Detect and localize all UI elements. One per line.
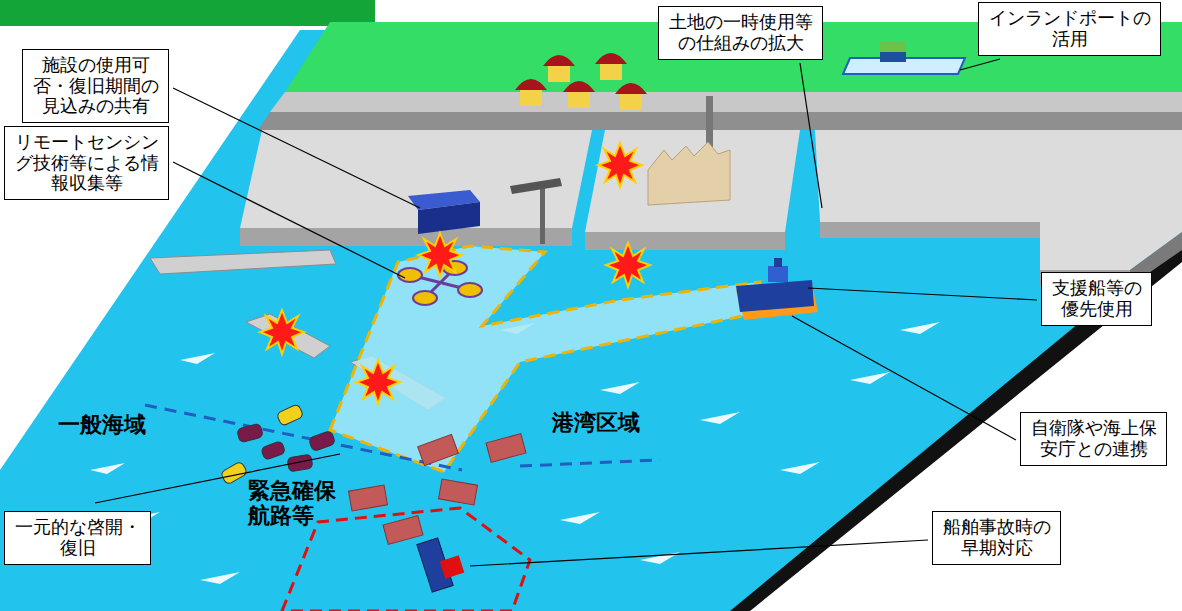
leader-line [960,59,1000,70]
roof [595,53,627,64]
wave [560,512,600,524]
wave [640,552,680,564]
area-label: 緊急確保航路等 [248,478,348,529]
area-label: 港湾区域 [552,410,662,435]
leader-line [173,162,405,278]
floating-cars [220,404,336,485]
breakwater [150,250,336,274]
leader-line [470,540,928,566]
seawall-top [270,92,1182,112]
header-bar [0,0,375,26]
emergency-route [282,508,530,611]
house [620,92,642,110]
debris [383,516,423,545]
container [880,52,906,62]
hull [736,280,814,312]
quay [585,130,800,232]
damage-mark [260,310,304,354]
callout-text: インランドポートの活用 [984,8,1155,49]
wave [90,463,125,474]
wave [900,322,940,334]
channel-outline [330,246,762,472]
callout-box: 施設の使用可否・復旧期間の見込みの共有 [22,49,169,123]
damage-marks [260,143,650,404]
crane-post [540,188,545,244]
callout-text: 支援船等の優先使用 [1047,278,1146,319]
debris [439,479,478,505]
wrecked-ship [417,538,464,592]
wave [850,372,890,384]
wreck-cabin [440,555,465,578]
callout-text: 一元的な啓開・復旧 [10,517,145,558]
container [880,42,906,52]
callout-box: 一元的な啓開・復旧 [4,511,151,564]
callout-box: 自衛隊や海上保安庁との連携 [1020,412,1167,465]
wave [780,462,820,474]
roof [615,83,647,94]
factory [648,142,730,205]
roof [543,55,575,66]
rotor [413,291,437,305]
roof [563,81,595,92]
house [568,90,590,108]
rotor [458,283,482,297]
quay-face [585,232,785,250]
damage-mark [606,243,650,287]
house [520,88,542,106]
platform-side [730,238,1182,611]
quay-face [820,222,1040,238]
wave [700,412,740,424]
car [308,430,335,451]
leader-line [173,88,420,208]
car [276,404,304,427]
debris [418,434,459,465]
debris [349,485,388,511]
callout-box: 支援船等の優先使用 [1041,272,1152,325]
leader-lines [95,59,1037,566]
quay [240,130,592,228]
roof [515,79,547,90]
sea-surface [0,30,1182,611]
callout-box: リモートセンシング技術等による情報収集等 [4,126,169,200]
callout-box: インランドポートの活用 [978,2,1161,55]
seawall-face [258,112,1182,130]
callout-text: 船舶事故時の早期対応 [938,517,1055,558]
crane-arm [510,178,562,194]
callout-box: 土地の一時使用等の仕組みの拡大 [658,6,823,59]
leader-line [792,316,1016,440]
house [600,62,622,80]
container-debris [349,434,526,545]
support-ship [736,258,818,320]
damage-mark [356,360,400,404]
cabin [768,266,788,282]
callout-text: 土地の一時使用等の仕組みの拡大 [664,12,817,53]
warehouse [418,202,480,234]
houses [515,53,647,110]
channel [330,246,762,472]
boundary-line [520,460,660,466]
callout-text: 施設の使用可否・復旧期間の見込みの共有 [28,55,163,117]
car [287,454,313,472]
leader-line [800,63,822,208]
callout-box: 船舶事故時の早期対応 [932,511,1061,564]
area-label: 一般海域 [58,412,168,437]
wave [200,572,240,584]
quay-face [240,228,572,246]
leader-line [808,288,1037,300]
callout-text: リモートセンシング技術等による情報収集等 [10,132,163,194]
callout-text: 自衛隊や海上保安庁との連携 [1026,418,1161,459]
wave [180,353,215,364]
funnel [774,258,782,267]
quay [815,130,1182,270]
house [548,64,570,82]
car [237,423,264,443]
damage-mark [598,143,642,187]
damage-mark [418,233,462,277]
rotor [398,268,422,282]
debris [486,434,526,463]
car [261,441,286,461]
wave [600,382,640,394]
